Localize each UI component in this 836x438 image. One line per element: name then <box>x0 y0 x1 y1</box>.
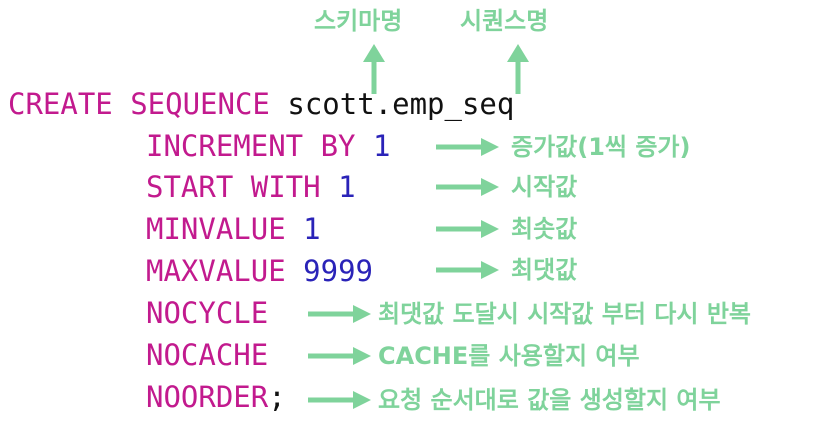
noorder-note: 요청 순서대로 값을 생성할지 여부 <box>378 386 721 414</box>
code-line-nocache: NOCACHE <box>146 341 268 370</box>
up-arrow-schema <box>363 44 385 94</box>
code-line-create: CREATE SEQUENCE scott.emp_seq <box>8 90 514 119</box>
arrow-maxvalue <box>436 261 499 279</box>
sequence-full-name: scott.emp_seq <box>287 87 515 121</box>
nocycle-note: 최댓값 도달시 시작값 부터 다시 반복 <box>378 300 751 328</box>
arrow-minvalue <box>436 220 499 238</box>
code-line-minvalue: MINVALUE 1 <box>146 215 321 244</box>
sequence-name-label: 시퀀스명 <box>460 7 549 35</box>
start-value: 1 <box>338 170 356 204</box>
noorder-keyword: NOORDER <box>146 380 269 414</box>
statement-terminator: ; <box>268 380 286 414</box>
minvalue-note: 최솟값 <box>511 215 578 243</box>
code-line-nocycle: NOCYCLE <box>146 299 268 328</box>
code-line-maxvalue: MAXVALUE 9999 <box>146 257 373 286</box>
arrow-nocycle <box>308 305 371 323</box>
arrow-start <box>436 178 499 196</box>
start-keyword: START WITH <box>146 170 321 204</box>
minvalue-keyword: MINVALUE <box>146 212 286 246</box>
code-line-noorder: NOORDER; <box>146 383 286 412</box>
maxvalue-value: 9999 <box>303 254 373 288</box>
create-sequence-keyword: CREATE SEQUENCE <box>8 87 270 121</box>
minvalue-value: 1 <box>303 212 321 246</box>
increment-note: 증가값(1씩 증가) <box>511 133 691 161</box>
nocache-keyword: NOCACHE <box>146 338 269 372</box>
schema-name-label: 스키마명 <box>314 7 403 35</box>
maxvalue-note: 최댓값 <box>511 256 578 284</box>
arrow-increment <box>436 138 499 156</box>
arrow-nocache <box>308 347 371 365</box>
increment-keyword: INCREMENT BY <box>146 129 356 163</box>
nocycle-keyword: NOCYCLE <box>146 296 269 330</box>
code-line-start: START WITH 1 <box>146 173 356 202</box>
arrow-noorder <box>308 391 371 409</box>
up-arrow-sequence <box>507 44 529 94</box>
start-note: 시작값 <box>511 173 578 201</box>
code-line-increment: INCREMENT BY 1 <box>146 132 390 161</box>
increment-value: 1 <box>372 129 391 163</box>
maxvalue-keyword: MAXVALUE <box>146 254 286 288</box>
nocache-note: CACHE를 사용할지 여부 <box>378 342 640 370</box>
